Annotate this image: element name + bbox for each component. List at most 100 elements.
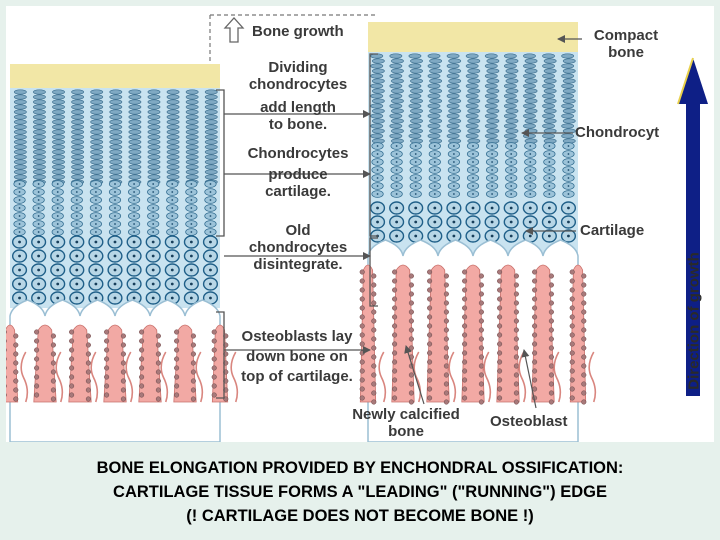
caption-line-3: (! CARTILAGE DOES NOT BECOME BONE !) xyxy=(186,507,534,525)
osteoblast-cell xyxy=(408,399,414,405)
osteoblast-cell xyxy=(13,369,19,375)
cell-nucleus xyxy=(94,268,98,272)
chondrocyte-cell xyxy=(33,144,46,150)
chondrocyte-cell xyxy=(391,108,404,114)
osteoblast-cell xyxy=(371,291,377,297)
chondrocyte-cell xyxy=(147,104,161,110)
cell-nucleus xyxy=(547,234,551,238)
cell-nucleus xyxy=(133,231,135,233)
osteoblast-label: Osteoblast xyxy=(490,413,568,430)
osteoblast-cell xyxy=(548,309,554,315)
cell-nucleus xyxy=(433,193,436,195)
chondrocyte-cell xyxy=(484,53,498,59)
osteoblast-cell xyxy=(13,360,19,366)
osteoblast-cell xyxy=(478,363,484,369)
chondrocyte-cell xyxy=(408,103,422,109)
osteoblast-cell xyxy=(139,329,145,335)
chondrocyte-cell xyxy=(524,88,538,94)
osteoblast-cell xyxy=(392,341,398,347)
chondrocyte-cell xyxy=(33,104,46,110)
osteoblast-cell xyxy=(513,390,519,396)
right-panel xyxy=(359,22,597,442)
chondrocyte-cell xyxy=(166,109,180,115)
chondrocyte-cell xyxy=(465,63,479,69)
cell-nucleus xyxy=(490,206,494,210)
osteoblast-cell xyxy=(190,387,196,393)
cell-nucleus xyxy=(95,183,97,185)
osteoblast-cell xyxy=(13,396,19,402)
cell-nucleus xyxy=(490,220,494,224)
cell-nucleus xyxy=(171,191,174,193)
osteoblast-cell xyxy=(50,369,56,375)
chondrocyte-cell xyxy=(484,113,498,119)
cell-nucleus xyxy=(376,185,379,187)
cell-nucleus xyxy=(171,207,174,209)
cell-nucleus xyxy=(95,215,97,217)
osteoblast-cell xyxy=(34,356,40,362)
chondrocyte-cell xyxy=(204,114,218,120)
osteoblast-cell xyxy=(513,372,519,378)
chondrocyte-cell xyxy=(90,174,104,180)
chondrocyte-cell xyxy=(166,139,180,145)
chondrocyte-cell xyxy=(147,174,161,180)
osteoblast-cell xyxy=(581,390,587,396)
dividing-line-1: Dividing xyxy=(268,59,328,76)
chondrocyte-cell xyxy=(52,94,65,100)
osteoblast-cell xyxy=(478,327,484,333)
cell-nucleus xyxy=(151,254,155,258)
osteoblast-cell xyxy=(581,300,587,306)
chondrocyte-cell xyxy=(562,118,576,124)
cell-nucleus xyxy=(18,240,21,244)
osteoblast-cell xyxy=(497,386,503,392)
chondrocyte-cell xyxy=(389,63,403,69)
osteoblast-cell xyxy=(513,291,519,297)
osteoblast-cell xyxy=(443,327,449,333)
chondrocyte-cell xyxy=(185,154,199,160)
cell-nucleus xyxy=(18,191,21,193)
osteoblast-cell xyxy=(371,309,377,315)
chondrocyte-cell xyxy=(147,139,161,145)
chondrocyte-cell xyxy=(427,103,441,109)
cell-nucleus xyxy=(75,268,79,272)
osteoblast-cell xyxy=(427,269,433,275)
osteoblast-cell xyxy=(478,309,484,315)
calcified-spicule xyxy=(496,264,520,403)
cell-nucleus xyxy=(529,177,532,179)
compact-bone-line-2: bone xyxy=(608,44,644,61)
osteoblasts-lay-line-2: down bone on xyxy=(246,348,348,365)
osteoblast-cell xyxy=(462,395,468,401)
cell-nucleus xyxy=(472,177,474,179)
osteoblast-cell xyxy=(569,323,575,329)
chondrocyte-cell xyxy=(109,164,123,170)
chondrocyte-cell xyxy=(408,133,422,139)
cell-nucleus xyxy=(114,191,116,193)
cell-nucleus xyxy=(548,177,551,179)
cell-nucleus xyxy=(133,183,135,185)
chondrocyte-cell xyxy=(147,114,161,120)
chondrocyte-cell xyxy=(128,149,142,155)
chondrocyte-cell xyxy=(13,174,27,180)
osteoblast-cell xyxy=(532,278,538,284)
chondrocyte-cell xyxy=(524,118,538,124)
calcified-spicule xyxy=(391,264,415,403)
osteoblast-cell xyxy=(359,341,365,347)
osteoblast-cell xyxy=(359,323,365,329)
chondrocyte-cell xyxy=(109,134,123,140)
chondrocyte-cell xyxy=(505,98,519,104)
osteoblast-cell xyxy=(371,300,377,306)
chondrocyte-cell xyxy=(33,129,46,135)
cell-nucleus xyxy=(472,153,474,155)
chondrocyte-cell xyxy=(204,139,218,145)
chondrocyte-cell xyxy=(33,169,46,175)
chondrocyte-cell xyxy=(90,164,104,170)
chondrocyte-cell xyxy=(90,149,104,155)
chondrocyte-cell xyxy=(503,133,517,139)
osteoblast-cell xyxy=(478,318,484,324)
cell-nucleus xyxy=(75,207,78,209)
calcified-spicule xyxy=(68,324,92,403)
chondrocyte-cell xyxy=(524,108,538,114)
osteoblast-cell xyxy=(427,323,433,329)
osteoblast-cell xyxy=(104,329,110,335)
chondrocyte-cell xyxy=(33,134,46,140)
osteoblast-cell xyxy=(211,383,217,389)
